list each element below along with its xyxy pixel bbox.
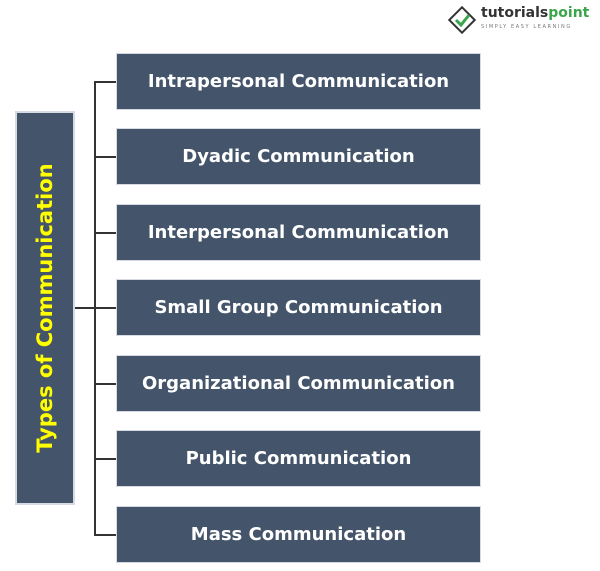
type-box: Small Group Communication [116, 279, 481, 336]
type-label: Organizational Communication [141, 373, 455, 394]
type-box: Intrapersonal Communication [116, 53, 481, 110]
connector-branch [94, 232, 116, 234]
logo-diamond-icon [447, 5, 477, 35]
connector-branch [94, 383, 116, 385]
type-label: Small Group Communication [154, 297, 443, 318]
connector-branch [94, 81, 116, 83]
connector-branch [94, 156, 116, 158]
type-box: Public Communication [116, 430, 481, 487]
connector-root [75, 307, 95, 309]
logo-tagline: SIMPLY EASY LEARNING [481, 24, 572, 30]
connector-branch [94, 534, 116, 536]
connector-branch [94, 458, 116, 460]
root-label: Types of Communication [33, 163, 57, 453]
type-label: Public Communication [185, 448, 412, 469]
type-box: Mass Communication [116, 506, 481, 563]
type-label: Dyadic Communication [182, 146, 415, 167]
logo-brand-b: point [548, 5, 590, 21]
type-label: Interpersonal Communication [147, 222, 450, 243]
type-label: Intrapersonal Communication [147, 71, 450, 92]
type-box: Dyadic Communication [116, 128, 481, 185]
root-node: Types of Communication [15, 111, 75, 505]
type-label: Mass Communication [190, 524, 407, 545]
type-box: Organizational Communication [116, 355, 481, 412]
logo-brand-a: tutorials [481, 5, 549, 21]
type-box: Interpersonal Communication [116, 204, 481, 261]
connector-branch [94, 307, 116, 309]
